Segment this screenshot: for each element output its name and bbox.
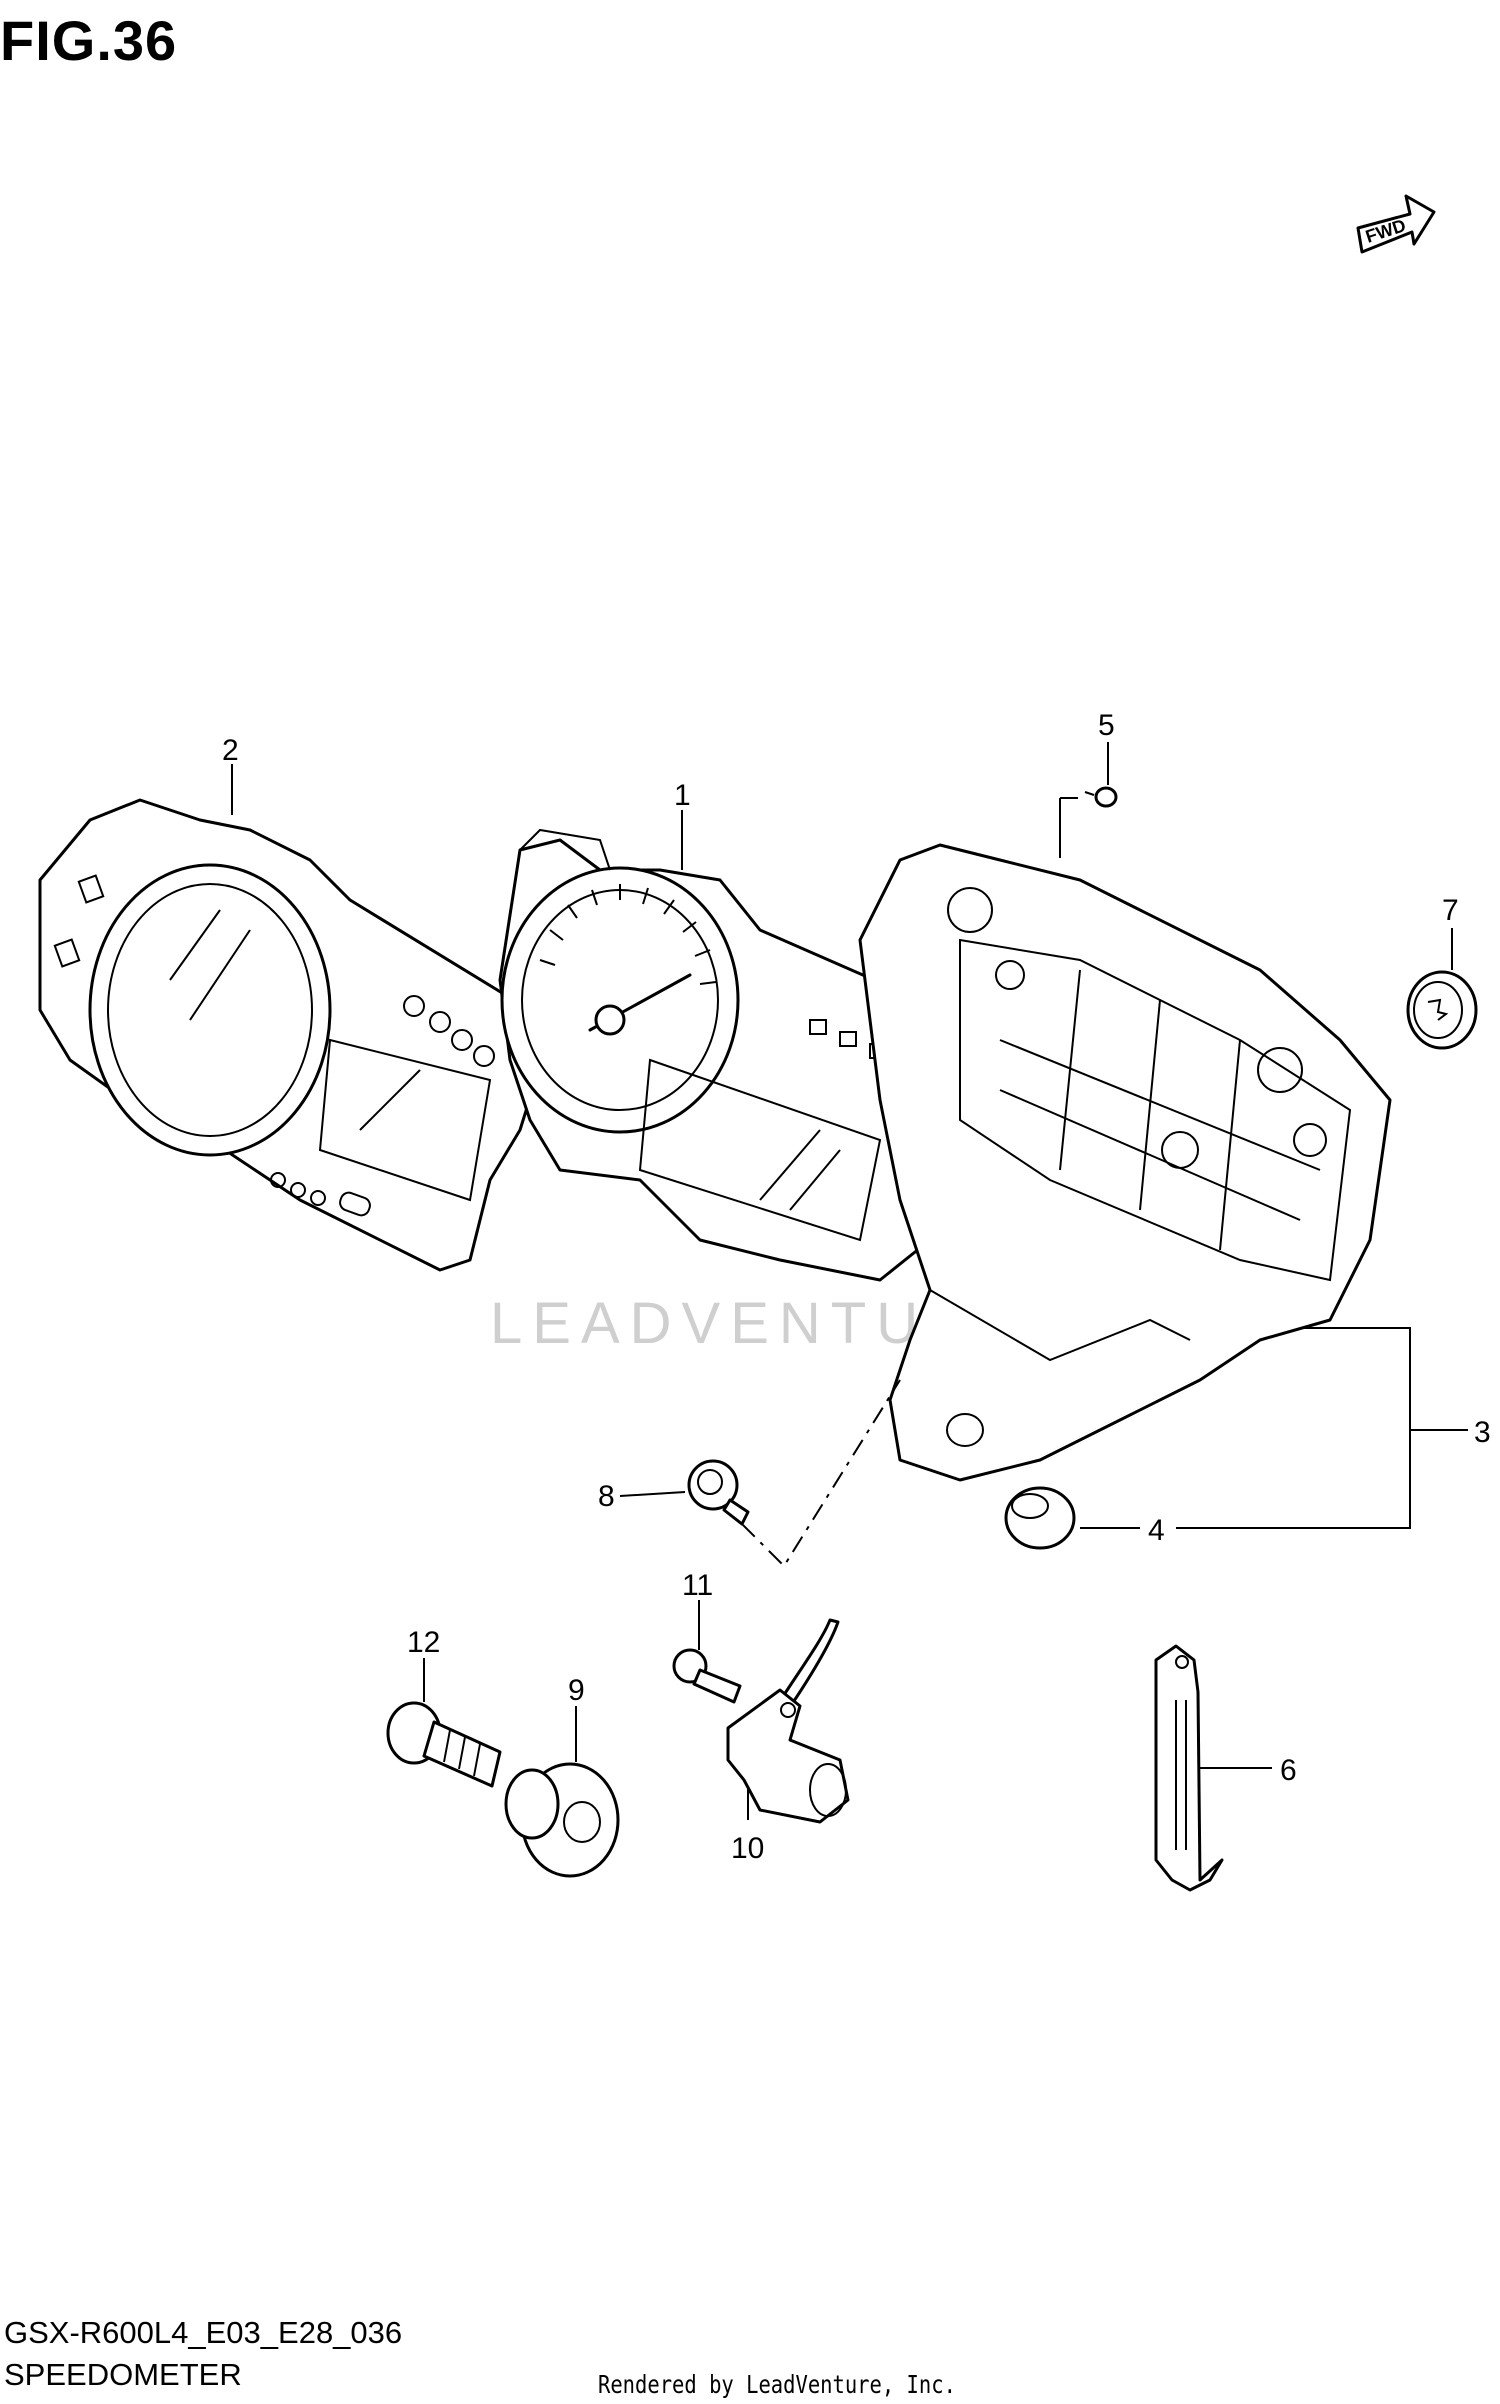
tachometer-ticks [539, 884, 717, 985]
model-code: GSX-R600L4_E03_E28_036 [4, 2315, 403, 2350]
leader-lines [231, 742, 1468, 1820]
callout-12: 12 [407, 1626, 440, 1659]
callout-4: 4 [1148, 1514, 1165, 1547]
callout-7: 7 [1442, 894, 1459, 927]
section-name: SPEEDOMETER [4, 2357, 242, 2392]
fwd-arrow-icon: FWD [1356, 194, 1436, 254]
callout-5: 5 [1098, 709, 1115, 742]
screw-part [1084, 786, 1118, 808]
callout-1: 1 [674, 779, 691, 812]
callout-8: 8 [598, 1480, 615, 1513]
bolt-8-part [687, 1459, 750, 1526]
callout-9: 9 [568, 1674, 585, 1707]
bolt-12-part [386, 1701, 502, 1788]
cap-part [1406, 970, 1478, 1050]
washer-part [504, 1762, 620, 1878]
front-cover-part [38, 798, 547, 1272]
figure-title: FIG.36 [0, 9, 178, 72]
cushion-part [1004, 1486, 1076, 1550]
sensor-part [726, 1618, 850, 1824]
callout-6: 6 [1280, 1754, 1297, 1787]
render-credit: Rendered by LeadVenture, Inc. [598, 2370, 956, 2399]
band-part [1154, 1644, 1224, 1892]
callout-2: 2 [222, 734, 239, 767]
case-assembly-part [858, 843, 1392, 1482]
callout-11: 11 [682, 1569, 713, 1602]
callout-10: 10 [731, 1832, 764, 1865]
speedometer-assembly-part [498, 828, 962, 1282]
bolt-11-part [672, 1648, 742, 1704]
callout-3: 3 [1474, 1416, 1491, 1449]
